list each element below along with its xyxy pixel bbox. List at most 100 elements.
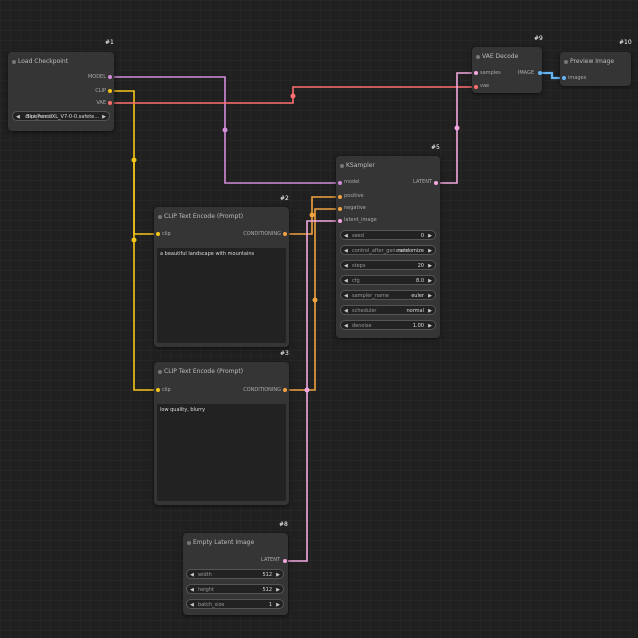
arrow-left-icon[interactable]: ◀ (344, 308, 348, 314)
arrow-left-icon[interactable]: ◀ (344, 293, 348, 299)
widget-value: euler (411, 293, 424, 299)
output-clip[interactable]: CLIP (95, 87, 106, 96)
prompt-textarea[interactable]: low quality, blurry (157, 404, 286, 501)
output-label: CLIP (95, 88, 106, 94)
arrow-right-icon[interactable]: ▶ (276, 602, 280, 608)
output-model[interactable]: MODEL (88, 73, 106, 82)
node-title-bar[interactable]: Empty Latent Image (183, 533, 288, 553)
arrow-right-icon[interactable]: ▶ (428, 248, 432, 254)
widget-name: batch_size (198, 602, 225, 608)
collapse-dot-icon[interactable] (340, 164, 344, 168)
wire-clip-positive (111, 90, 157, 235)
arrow-left-icon[interactable]: ◀ (190, 602, 194, 608)
input-label: samples (480, 70, 501, 76)
arrow-right-icon[interactable]: ▶ (276, 587, 280, 593)
input-negative[interactable]: negative (344, 204, 366, 213)
widget-value: 512 (262, 587, 272, 593)
input-clip[interactable]: clip (162, 230, 171, 239)
output-conditioning[interactable]: CONDITIONING (243, 230, 281, 239)
clip-text-encode-positive-node[interactable]: CLIP Text Encode (Prompt) clip CONDITION… (154, 207, 289, 347)
arrow-left-icon[interactable]: ◀ (16, 114, 20, 120)
output-label: CONDITIONING (243, 231, 281, 237)
load-checkpoint-node[interactable]: Load Checkpoint MODEL CLIP VAE ◀ ckpt_na… (8, 52, 114, 131)
denoise-widget[interactable]: ◀ denoise 1.00 ▶ (340, 320, 436, 330)
sampler-name-widget[interactable]: ◀ sampler_name euler ▶ (340, 290, 436, 300)
output-conditioning[interactable]: CONDITIONING (243, 386, 281, 395)
node-title-bar[interactable]: Preview Image (560, 52, 631, 72)
node-title-bar[interactable]: Load Checkpoint (8, 52, 114, 72)
node-id: #5 (431, 144, 440, 151)
width-widget[interactable]: ◀ width 512 ▶ (186, 569, 284, 579)
collapse-dot-icon[interactable] (158, 215, 162, 219)
arrow-right-icon[interactable]: ▶ (428, 323, 432, 329)
widget-value: 0 (420, 233, 424, 239)
node-title: Empty Latent Image (193, 539, 255, 546)
collapse-dot-icon[interactable] (476, 55, 480, 59)
preview-image-node[interactable]: Preview Image images (560, 52, 631, 86)
input-label: latent_image (344, 217, 377, 223)
arrow-left-icon[interactable]: ◀ (344, 323, 348, 329)
node-id: #8 (279, 521, 288, 528)
arrow-left-icon[interactable]: ◀ (190, 572, 194, 578)
input-label: positive (344, 193, 364, 199)
input-vae[interactable]: vae (480, 82, 489, 91)
widget-name: cfg (352, 278, 360, 284)
clip-text-encode-negative-node[interactable]: CLIP Text Encode (Prompt) clip CONDITION… (154, 362, 289, 505)
input-samples[interactable]: samples (480, 69, 501, 78)
wire-reroute-dot (131, 157, 137, 163)
prompt-textarea[interactable]: a beautiful landscape with mountains (157, 248, 286, 343)
arrow-left-icon[interactable]: ◀ (190, 587, 194, 593)
node-title-bar[interactable]: VAE Decode (472, 47, 542, 67)
prompt-text: low quality, blurry (160, 407, 206, 413)
node-title: VAE Decode (482, 53, 519, 60)
collapse-dot-icon[interactable] (12, 60, 16, 64)
arrow-left-icon[interactable]: ◀ (344, 248, 348, 254)
ckpt-name-combo[interactable]: ◀ ckpt_name BluePencilXL_V7-0-0.safete..… (12, 111, 110, 121)
arrow-right-icon[interactable]: ▶ (276, 572, 280, 578)
ksampler-node[interactable]: KSampler model positive negative latent_… (336, 156, 440, 338)
cfg-widget[interactable]: ◀ cfg 8.0 ▶ (340, 275, 436, 285)
arrow-right-icon[interactable]: ▶ (428, 308, 432, 314)
arrow-left-icon[interactable]: ◀ (344, 263, 348, 269)
input-positive[interactable]: positive (344, 192, 364, 201)
node-id: #3 (280, 350, 289, 357)
seed-widget[interactable]: ◀ seed 0 ▶ (340, 230, 436, 240)
arrow-right-icon[interactable]: ▶ (428, 278, 432, 284)
scheduler-widget[interactable]: ◀ scheduler normal ▶ (340, 305, 436, 315)
empty-latent-image-node[interactable]: Empty Latent Image LATENT ◀ width 512 ▶ … (183, 533, 288, 615)
arrow-right-icon[interactable]: ▶ (428, 293, 432, 299)
batch-size-widget[interactable]: ◀ batch_size 1 ▶ (186, 599, 284, 609)
input-clip[interactable]: clip (162, 386, 171, 395)
vae-decode-node[interactable]: VAE Decode samples vae IMAGE (472, 47, 542, 93)
steps-widget[interactable]: ◀ steps 20 ▶ (340, 260, 436, 270)
collapse-dot-icon[interactable] (187, 541, 191, 545)
arrow-right-icon[interactable]: ▶ (428, 233, 432, 239)
input-label: model (344, 179, 360, 185)
arrow-left-icon[interactable]: ◀ (344, 278, 348, 284)
output-latent[interactable]: LATENT (261, 556, 280, 565)
widget-name: seed (352, 233, 364, 239)
widget-value: 1 (268, 602, 272, 608)
arrow-left-icon[interactable]: ◀ (344, 233, 348, 239)
arrow-right-icon[interactable]: ▶ (102, 114, 106, 120)
control-after-generate-widget[interactable]: ◀ control_after_generate randomize ▶ (340, 245, 436, 255)
collapse-dot-icon[interactable] (564, 60, 568, 64)
height-widget[interactable]: ◀ height 512 ▶ (186, 584, 284, 594)
arrow-right-icon[interactable]: ▶ (428, 263, 432, 269)
wire-reroute-dot (131, 237, 137, 243)
output-image[interactable]: IMAGE (518, 69, 534, 78)
input-images[interactable]: images (568, 74, 586, 83)
node-title-bar[interactable]: KSampler (336, 156, 440, 176)
output-latent[interactable]: LATENT (413, 178, 432, 187)
node-title-bar[interactable]: CLIP Text Encode (Prompt) (154, 207, 289, 227)
output-label: LATENT (413, 179, 432, 185)
input-model[interactable]: model (344, 178, 360, 187)
node-title: KSampler (346, 162, 375, 169)
collapse-dot-icon[interactable] (158, 370, 162, 374)
node-title-bar[interactable]: CLIP Text Encode (Prompt) (154, 362, 289, 382)
input-latent-image[interactable]: latent_image (344, 216, 377, 225)
wire-reroute-dot (290, 93, 296, 99)
wire-latent-image (286, 220, 339, 562)
output-vae[interactable]: VAE (96, 99, 106, 108)
widget-value: 8.0 (416, 278, 424, 284)
